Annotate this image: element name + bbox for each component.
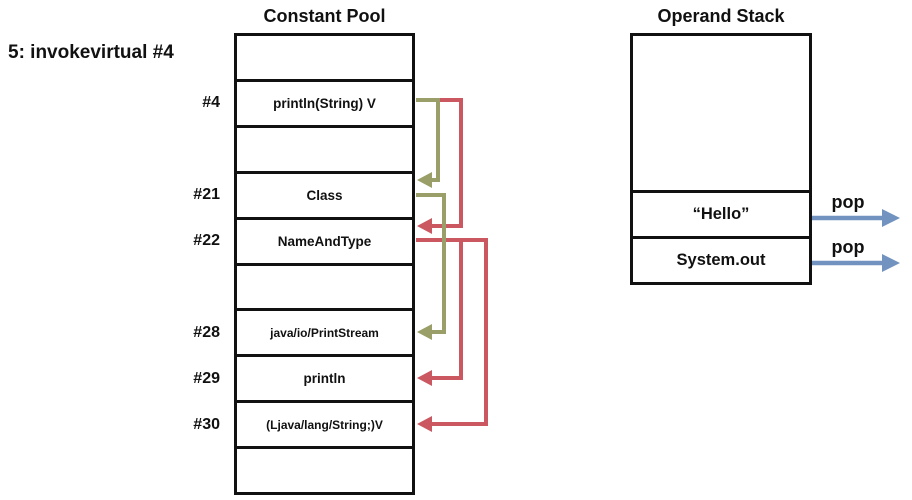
constant-pool-row [237, 449, 412, 492]
constant-pool-row [237, 36, 412, 82]
constant-pool-entry-value: NameAndType [277, 233, 372, 249]
constant-pool-entry-value: (Ljava/lang/String;)V [266, 417, 383, 432]
constant-pool-index-label: #22 [193, 232, 220, 250]
operand-stack-title: Operand Stack [657, 6, 785, 26]
pop-label: pop [831, 192, 865, 212]
constant-pool-index-label: #30 [193, 415, 220, 433]
ref-arrow-22-to-29 [416, 238, 463, 386]
constant-pool-index-label: #29 [193, 369, 220, 387]
ref-arrow-4-to-22 [416, 98, 463, 234]
pop-label: pop [831, 237, 865, 257]
operand-stack-slot: System.out [633, 236, 809, 282]
constant-pool-row: #21 Class [193, 174, 412, 220]
constant-pool-row: #30 (Ljava/lang/String;)V [193, 403, 412, 450]
constant-pool-entry-value: Class [306, 187, 343, 203]
constant-pool-row: #4 println(String) V [202, 82, 412, 128]
ref-arrow-21-to-28 [416, 193, 446, 340]
constant-pool-entry-value: java/io/PrintStream [270, 325, 379, 340]
constant-pool-entry-value: println(String) V [273, 95, 376, 111]
constant-pool-box: #4 println(String) V #21 Class #22 NameA… [193, 33, 415, 495]
constant-pool-index-label: #28 [193, 323, 220, 341]
constant-pool-title: Constant Pool [263, 6, 386, 26]
ref-arrow-22-to-30 [417, 238, 488, 432]
ref-arrow-4-to-21 [416, 98, 440, 188]
constant-pool-row: #22 NameAndType [193, 220, 412, 266]
operand-stack-value: System.out [676, 251, 766, 269]
constant-pool-row: #28 java/io/PrintStream [193, 311, 412, 358]
constant-pool-index-label: #4 [202, 94, 220, 112]
constant-pool-row [237, 128, 412, 174]
operand-stack-empty-area [633, 36, 809, 190]
operand-stack-box: “Hello” System.out [630, 33, 812, 285]
bytecode-instruction-label: 5: invokevirtual #4 [8, 42, 174, 63]
operand-stack-slot: “Hello” [633, 190, 809, 236]
constant-pool-index-label: #21 [193, 186, 220, 204]
constant-pool-row [237, 266, 412, 312]
constant-pool-row: #29 println [193, 357, 412, 404]
constant-pool-entry-value: println [303, 371, 346, 387]
operand-stack-value: “Hello” [692, 205, 750, 223]
